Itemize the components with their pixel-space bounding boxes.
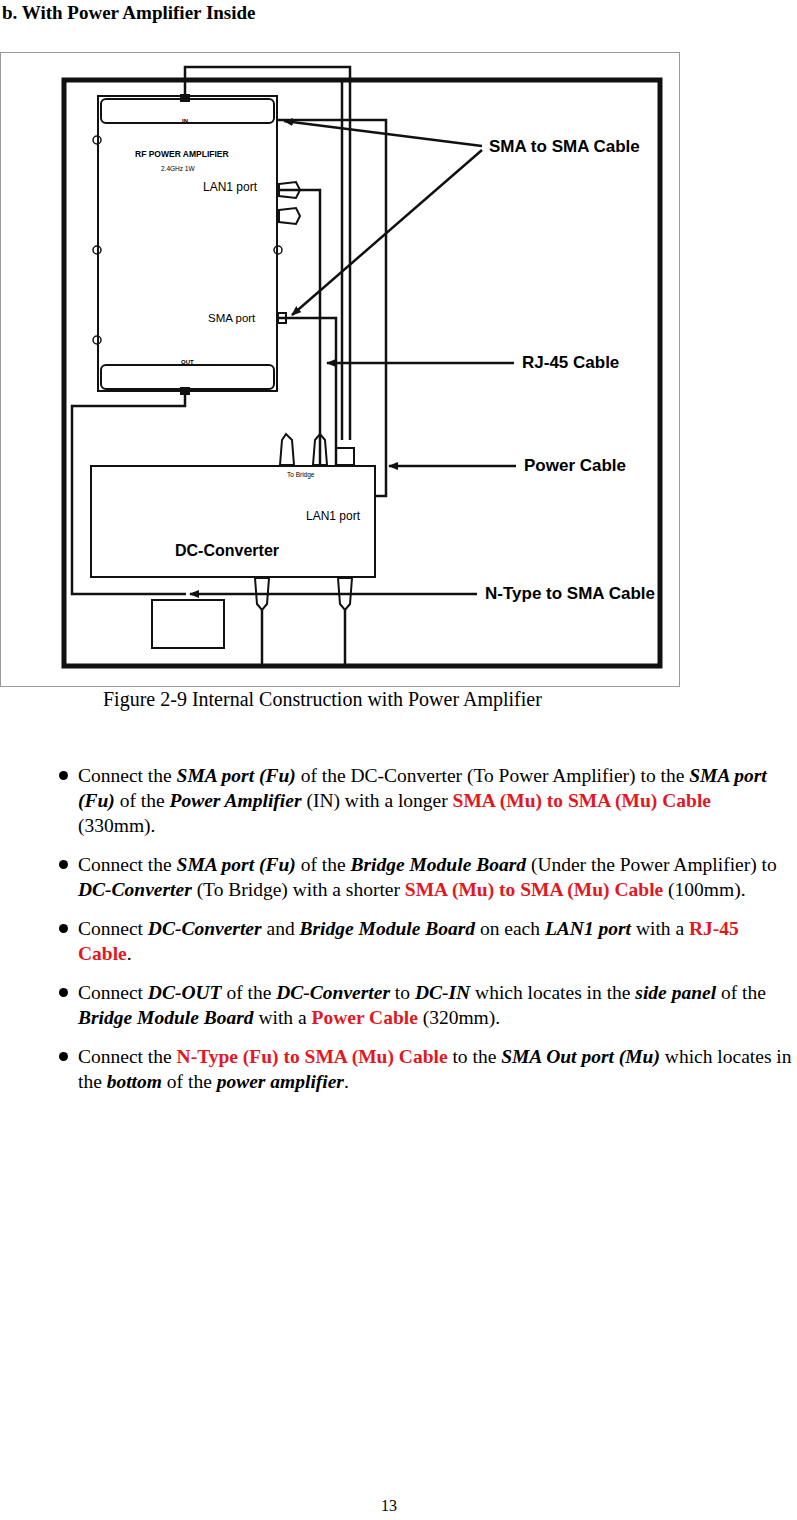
node-text: LAN1 port <box>203 181 257 194</box>
housing-outline <box>64 80 660 666</box>
figure-frame <box>1 53 680 687</box>
text-run: of the DC-Converter (To Power Amplifier)… <box>296 765 689 786</box>
bullet-item: Connect DC-OUT of the DC-Converter to DC… <box>57 980 793 1030</box>
text-run: Bridge Module Board <box>300 918 476 939</box>
text-run: with a <box>254 1007 312 1028</box>
callout-label: N-Type to SMA Cable <box>483 584 657 604</box>
text-run: Connect the <box>78 854 177 875</box>
text-run: SMA (Mu) to SMA (Mu) Cable <box>405 879 663 900</box>
power-amplifier-box: IN RF POWER AMPLIFIER 2.4GHz 1W LAN1 portSM… <box>97 95 278 392</box>
text-run: Connect <box>78 918 148 939</box>
text-run: to the <box>448 1046 502 1067</box>
cable-connector <box>278 318 336 465</box>
text-run: on each <box>475 918 545 939</box>
n-type-connector <box>152 600 224 648</box>
dc-converter-box: To BridgeLAN1 portDC-Converter <box>90 465 376 578</box>
text-run: of the <box>162 1071 217 1092</box>
page-number: 13 <box>381 1497 397 1515</box>
text-run: which locates in the <box>470 982 635 1003</box>
bullet-list: Connect the SMA port (Fu) of the DC-Conv… <box>57 763 793 1108</box>
leader-line <box>190 593 477 596</box>
sma-long-cable <box>185 67 350 440</box>
cable <box>344 610 347 668</box>
text-run: to <box>390 982 415 1003</box>
text-run: Connect the <box>78 765 177 786</box>
text-run: of the <box>296 854 351 875</box>
node-text: SMA port <box>208 312 255 325</box>
plug <box>280 434 294 465</box>
text-run: . <box>344 1071 349 1092</box>
text-run: SMA port (Fu) <box>177 854 296 875</box>
node-text: IN <box>182 118 188 125</box>
bullet-item: Connect the N-Type (Fu) to SMA (Mu) Cabl… <box>57 1044 793 1094</box>
text-run: with a <box>631 918 689 939</box>
callout-label: SMA to SMA Cable <box>487 137 642 157</box>
bullet-dot <box>59 988 68 997</box>
leader-line <box>389 465 516 468</box>
page-heading: b. With Power Amplifier Inside <box>2 2 256 24</box>
bullet-item: Connect DC-Converter and Bridge Module B… <box>57 916 793 966</box>
text-run: DC-Converter <box>78 879 192 900</box>
node-text: RF POWER AMPLIFIER <box>135 150 229 159</box>
text-run: bottom <box>107 1071 162 1092</box>
text-run: of the <box>222 982 277 1003</box>
bullet-item: Connect the SMA port (Fu) of the DC-Conv… <box>57 763 793 838</box>
plug <box>336 448 354 465</box>
bullet-dot <box>59 771 68 780</box>
text-run: Bridge Module Board <box>350 854 526 875</box>
text-run: of the <box>716 982 766 1003</box>
rj45-plug <box>279 208 300 224</box>
text-run: SMA Out port (Mu) <box>501 1046 660 1067</box>
bullet-dot <box>59 1052 68 1061</box>
mount-hole <box>274 246 282 254</box>
bullet-item: Connect the SMA port (Fu) of the Bridge … <box>57 852 793 902</box>
text-run: SMA (Mu) to SMA (Mu) Cable <box>453 790 711 811</box>
text-run: (To Bridge) with a shorter <box>192 879 405 900</box>
callout-label: RJ-45 Cable <box>520 353 621 373</box>
text-run: LAN1 port <box>545 918 631 939</box>
text-run: Bridge Module Board <box>78 1007 254 1028</box>
bullet-dot <box>59 924 68 933</box>
text-run: Connect the <box>78 1046 177 1067</box>
leader-line <box>284 121 482 146</box>
text-run: (100mm). <box>663 879 745 900</box>
text-run: N-Type (Fu) to SMA (Mu) Cable <box>177 1046 448 1067</box>
figure-caption: Figure 2-9 Internal Construction with Po… <box>103 688 542 711</box>
leader-line <box>327 362 514 365</box>
node-text: To Bridge <box>287 471 314 478</box>
amp-bottom-rail <box>101 365 274 389</box>
power-cable <box>341 80 344 440</box>
node-text: 2.4GHz 1W <box>161 165 195 172</box>
node-text: DC-Converter <box>175 542 279 560</box>
bullet-dot <box>59 860 68 869</box>
text-run: Power Amplifier <box>170 790 302 811</box>
text-run: DC-Converter <box>276 982 390 1003</box>
node-text: LAN1 port <box>306 510 360 523</box>
text-run: (320mm). <box>418 1007 500 1028</box>
text-run: DC-IN <box>415 982 470 1003</box>
text-run: (IN) with a longer <box>302 790 453 811</box>
text-run: DC-OUT <box>148 982 222 1003</box>
text-run: of the <box>115 790 170 811</box>
callout-label: Power Cable <box>522 456 628 476</box>
text-run: power amplifier <box>217 1071 344 1092</box>
cable <box>261 610 264 666</box>
text-run: DC-Converter <box>148 918 262 939</box>
cable-connector <box>278 190 320 465</box>
text-run: (Under the Power Amplifier) to <box>526 854 777 875</box>
node-text: OUT <box>181 359 194 366</box>
text-run: Connect <box>78 982 148 1003</box>
text-run: . <box>127 943 132 964</box>
text-run: side panel <box>635 982 716 1003</box>
text-run: Power Cable <box>311 1007 417 1028</box>
text-run: SMA port (Fu) <box>177 765 296 786</box>
text-run: (330mm). <box>78 815 155 836</box>
text-run: and <box>262 918 300 939</box>
power-cable <box>276 120 386 496</box>
